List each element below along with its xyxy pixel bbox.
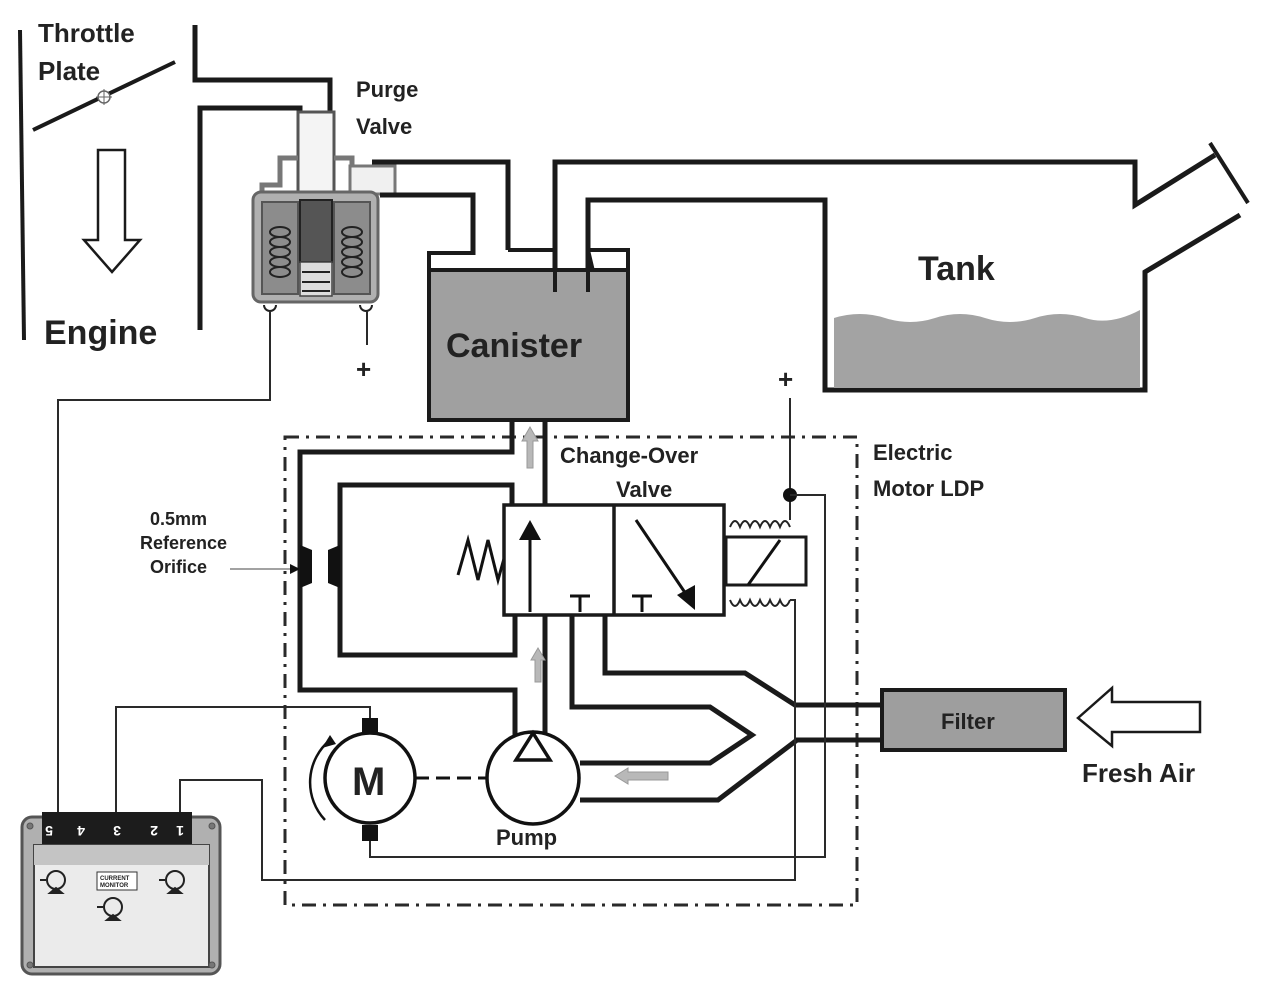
vapor-pipes [372,141,1250,393]
filter [880,688,1067,752]
change-over-valve-label-line1: Change-Over [560,443,699,468]
reference-orifice [230,545,340,588]
throttle-plate-label-line1: Throttle [38,18,135,48]
pump-label: Pump [496,825,557,850]
current-monitor-label-line1: CURRENT [100,876,130,882]
ecu-pin-5: 5 [45,823,53,839]
electric-motor-ldp-label-line1: Electric [873,440,953,465]
tank-label: Tank [918,250,995,288]
purge-valve-positive-terminal: + [356,354,371,384]
ecu-pin-2: 2 [150,823,158,839]
reference-orifice-label-line2: Reference [140,533,227,553]
filter-label: Filter [941,709,995,734]
fresh-air-label: Fresh Air [1082,758,1195,788]
reference-orifice-label-line3: Orifice [150,557,207,577]
pump [485,729,581,826]
purge-valve-label-line1: Purge [356,77,418,102]
flow-arrows [521,425,669,785]
ecu-pin-1: 1 [176,823,184,839]
ecu-module [20,812,222,976]
motor-symbol: M [352,760,385,804]
airflow-down-arrow-icon [81,148,143,274]
change-over-valve [456,503,808,617]
canister-label: Canister [446,327,582,365]
fresh-air-arrow-icon [1076,685,1202,749]
ecu-pin-3: 3 [113,823,121,839]
electric-motor-ldp-label-line2: Motor LDP [873,476,984,501]
purge-valve [251,110,397,312]
ecu-wiring [57,312,371,880]
reference-orifice-label-line1: 0.5mm [150,509,207,529]
fuel-tank [834,310,1140,388]
ecu-pin-4: 4 [77,823,85,839]
ldp-module-boundary [283,435,859,907]
electric-motor [308,718,488,841]
solenoid-wiring [179,398,826,881]
change-over-valve-label-line2: Valve [616,477,672,502]
ecu-pin-labels: 5 4 3 2 1 [45,823,184,839]
throttle-plate [32,60,176,132]
engine-label: Engine [44,314,157,352]
ldp-positive-terminal: + [778,364,793,394]
current-monitor-label-line2: MONITOR [100,883,129,889]
purge-valve-label-line2: Valve [356,114,412,139]
throttle-plate-label-line2: Plate [38,56,100,86]
canister [427,248,630,422]
